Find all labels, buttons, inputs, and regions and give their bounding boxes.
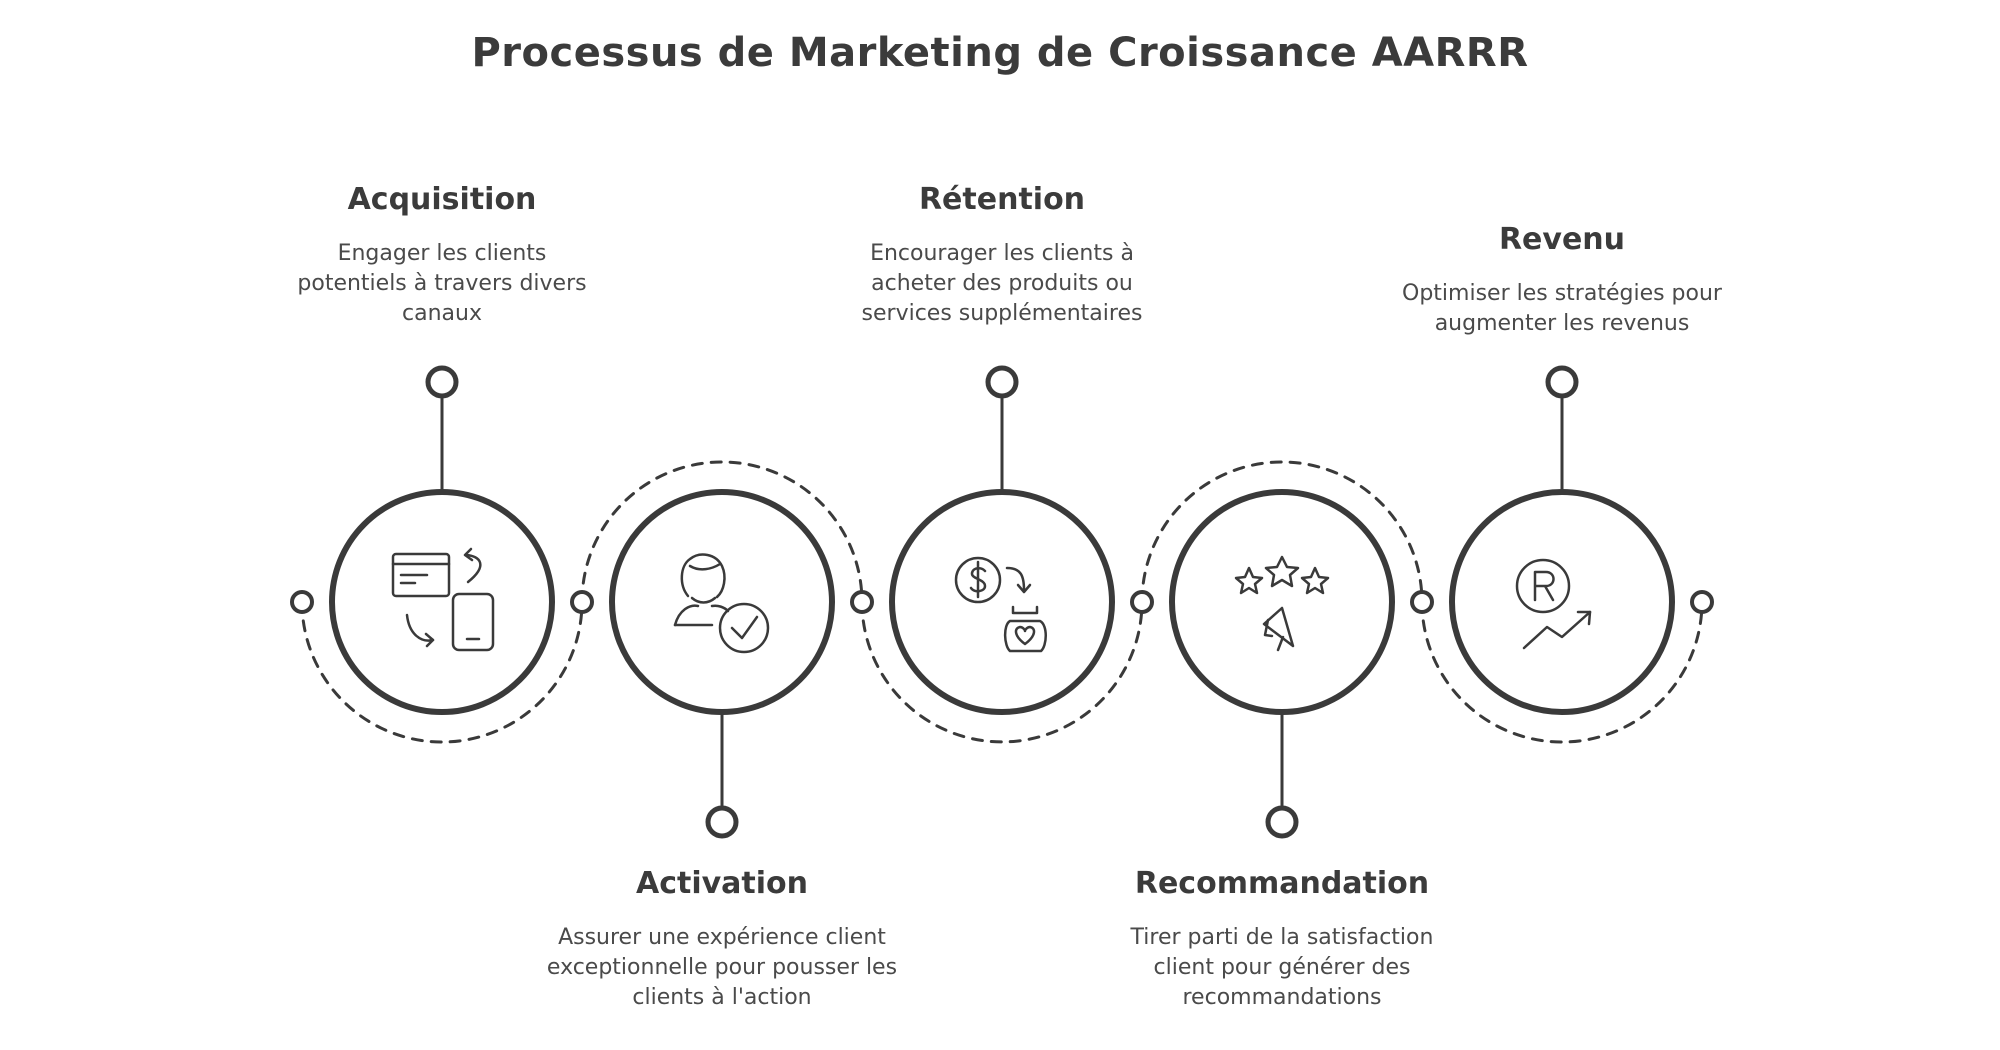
- diagram-title: Processus de Marketing de Croissance AAR…: [471, 30, 1529, 76]
- stage-heading-revenu: Revenu: [1498, 222, 1626, 257]
- stage-circle-activation: [609, 489, 835, 715]
- stage-desc-recommandation: Tirer parti de la satisfaction client po…: [1130, 925, 1434, 1010]
- dashed-arc-5: [1420, 600, 1704, 744]
- node-revenu: [1545, 365, 1579, 399]
- node-recommandation: [1265, 805, 1299, 839]
- dashed-arc-2: [580, 460, 864, 604]
- node-retention: [985, 365, 1019, 399]
- dashed-arc-4: [1140, 460, 1424, 604]
- junction-node-3: [850, 590, 874, 614]
- stage-heading-acquisition: Acquisition: [347, 182, 537, 217]
- stage-heading-recommandation: Recommandation: [1134, 866, 1430, 901]
- stage-desc-activation: Assurer une expérience client exceptionn…: [546, 925, 898, 1010]
- junction-node-4: [1130, 590, 1154, 614]
- stage-desc-retention: Encourager les clients à acheter des pro…: [861, 241, 1143, 326]
- stage-circle-acquisition: [329, 489, 555, 715]
- node-acquisition: [425, 365, 459, 399]
- user-check-icon: [673, 553, 770, 654]
- stage-acquisition: Acquisition Engager les clients potentie…: [252, 182, 632, 329]
- stage-desc-acquisition: Engager les clients potentiels à travers…: [297, 241, 587, 326]
- stage-retention: Rétention Encourager les clients à achet…: [812, 182, 1192, 329]
- stage-heading-retention: Rétention: [918, 182, 1086, 217]
- dashed-arc-3: [860, 600, 1144, 744]
- junction-node-5: [1410, 590, 1434, 614]
- devices-icon: [391, 547, 495, 652]
- stage-heading-activation: Activation: [635, 866, 809, 901]
- stage-desc-revenu: Optimiser les stratégies pour augmenter …: [1402, 281, 1722, 336]
- stage-activation: Activation Assurer une expérience client…: [532, 866, 912, 1013]
- dashed-arc-1: [300, 600, 584, 744]
- junction-node-1: [290, 590, 314, 614]
- stage-revenu: Revenu Optimiser les stratégies pour aug…: [1372, 222, 1752, 339]
- stage-circle-retention: [889, 489, 1115, 715]
- revenue-growth-icon: [1515, 558, 1592, 650]
- node-activation: [705, 805, 739, 839]
- stage-recommandation: Recommandation Tirer parti de la satisfa…: [1092, 866, 1472, 1013]
- stars-megaphone-icon: [1234, 555, 1330, 652]
- dollar-heart-bag-icon: [954, 556, 1047, 653]
- stage-circle-recommandation: [1169, 489, 1395, 715]
- junction-node-2: [570, 590, 594, 614]
- junction-node-6: [1690, 590, 1714, 614]
